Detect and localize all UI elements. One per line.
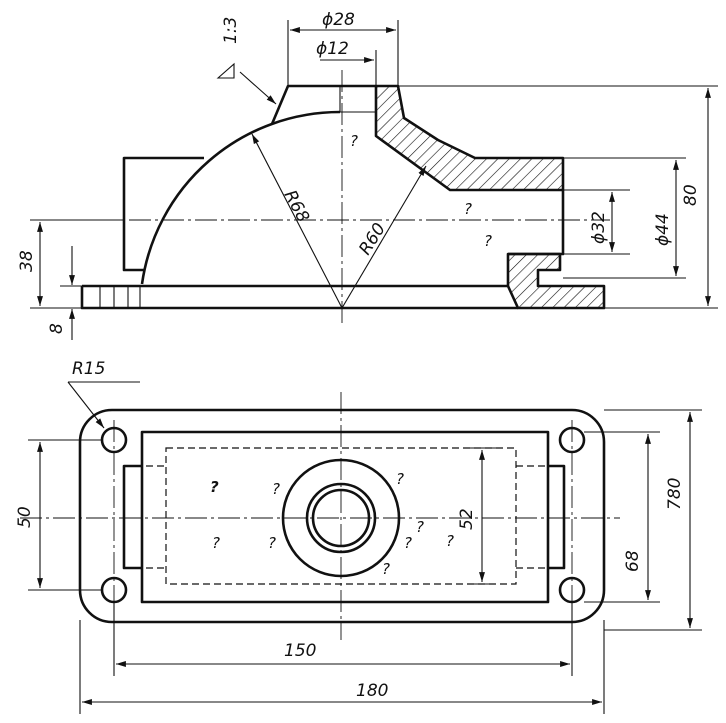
front-question-3: ? (484, 232, 492, 250)
taper-triangle (216, 62, 235, 79)
section-hatch-upper (374, 84, 565, 192)
right-tab (548, 464, 566, 570)
front-view: ϕ28 ϕ12 1:3 R68 R60 ϕ32 ϕ44 80 38 (17, 10, 718, 340)
front-question-2: ? (464, 200, 472, 218)
dome-arc (140, 110, 341, 285)
top-question-4: ? (212, 534, 220, 552)
r15-leader (67, 381, 105, 429)
r68-leader (251, 133, 343, 309)
front-question-1: ? (350, 132, 358, 150)
base-hole-right (127, 286, 141, 308)
top-question-1: ? (210, 478, 219, 496)
body-outline (140, 430, 550, 604)
l180-label: 180 (356, 681, 388, 701)
d12-label: ϕ12 (316, 39, 349, 59)
top-question-7: ? (446, 532, 454, 550)
top-question-6: ? (404, 534, 412, 552)
left-tab-hidden (124, 465, 166, 569)
h8-label: 8 (47, 323, 67, 334)
top-question-2: ? (272, 480, 280, 498)
left-boss (122, 156, 204, 272)
top-question-8: ? (416, 518, 424, 536)
d44-label: ϕ44 (653, 213, 673, 246)
right-tab-hidden (516, 465, 564, 569)
taper-label: 1:3 (221, 17, 241, 44)
top-question-3: ? (396, 470, 404, 488)
outer-flange (78, 408, 606, 624)
r60-label: R60 (355, 220, 390, 259)
d28-label: ϕ28 (322, 10, 355, 30)
right-body (508, 190, 565, 256)
w68-label: 68 (623, 550, 643, 572)
w780-label: 780 (665, 478, 685, 510)
taper-leader (239, 71, 277, 105)
h38-label: 38 (17, 250, 37, 272)
top-view: R15 50 52 68 780 150 180 ? ? ? (15, 359, 702, 714)
base-hole-left (99, 286, 115, 308)
left-tab (122, 464, 142, 570)
top-question-9: ? (382, 560, 390, 578)
section-hatch-lower (506, 252, 606, 310)
base-plate (80, 284, 518, 310)
l150-label: 150 (284, 641, 316, 661)
d32-label: ϕ32 (589, 211, 609, 244)
h80-label: 80 (681, 184, 701, 206)
r15-label: R15 (72, 359, 105, 379)
top-question-5: ? (268, 534, 276, 552)
r60-leader (341, 165, 427, 309)
w52-label: 52 (457, 508, 477, 530)
w50-label: 50 (15, 506, 35, 528)
